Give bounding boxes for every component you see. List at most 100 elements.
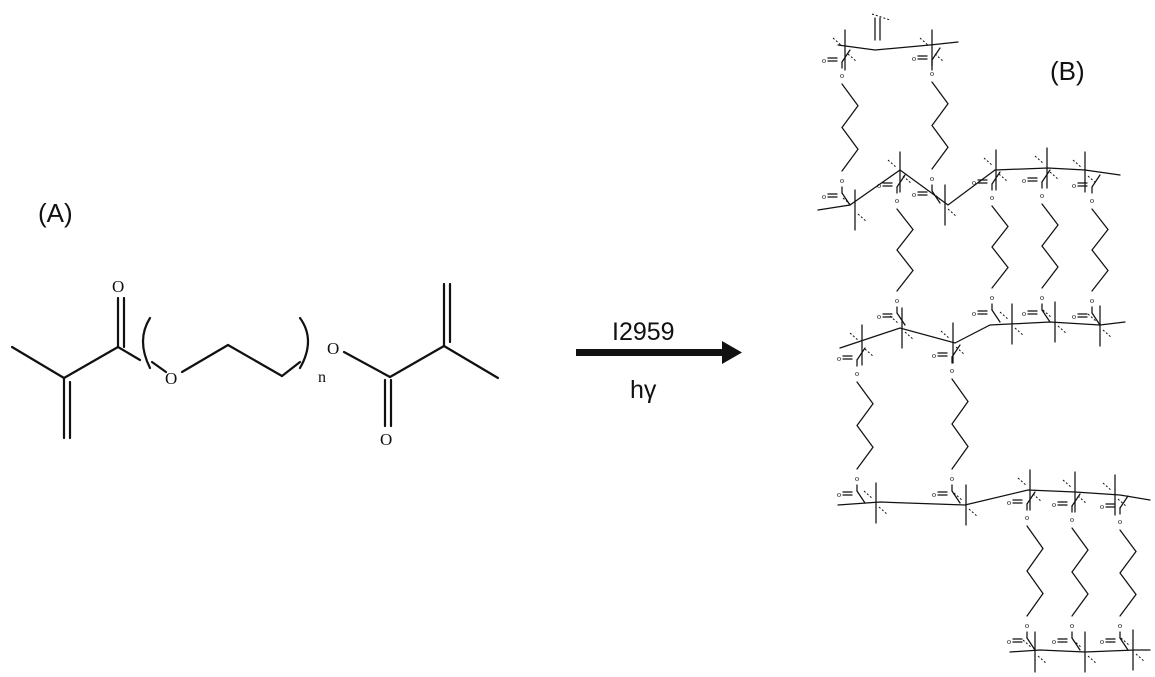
network-backbone [1071,527,1089,617]
network-backbone [1119,529,1137,617]
network-bond [1041,309,1051,323]
network-backbone [817,167,1121,211]
arrow-shaft [576,349,724,356]
network-bond [1026,491,1036,505]
network-bond [856,490,866,504]
network-oxygen: o [840,176,844,185]
network-bond [1135,653,1146,663]
network-oxygen: o [837,354,841,363]
network-oxygen: o [855,369,859,378]
network-bond [1049,171,1060,181]
light-label: hγ [630,376,657,404]
network-oxygen: o [1072,312,1076,321]
network-oxygen: o [822,192,826,201]
network-oxygen: o [877,312,881,321]
network-oxygen: o [855,474,859,483]
network-bond [940,330,951,340]
network-bond [999,311,1010,321]
network-bond [878,506,889,516]
network-bond [896,312,906,326]
network-bond [841,49,851,63]
network-oxygen: o [1100,502,1104,511]
network-oxygen: o [930,69,934,78]
network-backbone [1091,208,1109,292]
network-oxygen: o [1052,637,1056,646]
network-backbone [991,205,1009,289]
network-oxygen: o [1025,513,1029,522]
network-oxygen: o [990,293,994,302]
network-bond [887,159,898,169]
network-bond [1102,329,1113,339]
network-bond [841,192,851,206]
oxygen-carbonyl-left: O [112,277,124,296]
network-oxygen: o [930,174,934,183]
network-bond [847,53,858,63]
network-backbone [951,378,969,470]
network-bond [857,213,868,223]
oxygen-ester-right: O [327,339,339,358]
network-backbone [1026,525,1044,617]
network-bond [1087,655,1098,665]
repeat-subscript: n [318,369,326,386]
network-oxygen: o [895,196,899,205]
network-oxygen: o [822,56,826,65]
network-backbone [837,41,959,51]
network-backbone [837,489,1151,506]
network-oxygen: o [1022,176,1026,185]
network-backbone [839,321,1126,349]
network-backbone [896,208,914,292]
network-bond [1077,495,1088,505]
network-oxygen: o [1007,637,1011,646]
oxygen-carbonyl-right: O [380,430,392,449]
network-bond [998,173,1009,183]
oxygen-ether: O [165,369,177,388]
network-bond [1071,637,1081,651]
network-oxygen: o [1052,500,1056,509]
network-bond [904,331,915,341]
network-oxygen: o [990,193,994,202]
network-bond [1026,637,1036,651]
network-bond [1087,175,1098,185]
network-bond [1062,479,1073,489]
network-backbone [931,81,949,170]
panel-b-label: (B) [1050,56,1085,86]
network-oxygen: o [972,309,976,318]
network-bond [931,47,941,61]
reaction-arrow: I2959 hγ [576,318,742,404]
network-backbone [1041,203,1059,289]
network-oxygen: o [1100,637,1104,646]
network-bond [1072,159,1083,169]
network-oxygen: o [912,54,916,63]
network-backbone [856,381,874,470]
network-bond [1119,637,1129,651]
arrow-head [722,341,742,364]
network-oxygen: o [950,474,954,483]
network-bond [968,508,979,518]
network-oxygen: o [950,366,954,375]
network-oxygen: o [1070,515,1074,524]
panel-a-label: (A) [38,198,73,228]
network-bond [934,53,945,63]
network-oxygen: o [1070,621,1074,630]
network-oxygen: o [1072,181,1076,190]
panel-a-molecule: (A) O O n O O [10,198,500,449]
network-bond [896,174,906,188]
network-backbone [841,83,859,172]
network-bond [864,348,875,358]
network-oxygen: o [1090,196,1094,205]
panel-b-network: (B) oooooooooooooooooooooooooooooooooooo… [817,13,1151,673]
network-bond [1034,155,1045,165]
network-oxygen: o [840,71,844,80]
network-bond [1017,477,1028,487]
network-oxygen: o [1007,498,1011,507]
network-bond [1071,493,1081,507]
network-bond [1014,327,1025,337]
network-bond [1091,174,1101,188]
network-bond [1057,325,1068,335]
network-bond [1032,493,1043,503]
network-bond [1119,495,1129,509]
network-oxygen: o [1022,309,1026,318]
network-oxygen: o [1025,621,1029,630]
network-oxygen: o [1040,293,1044,302]
